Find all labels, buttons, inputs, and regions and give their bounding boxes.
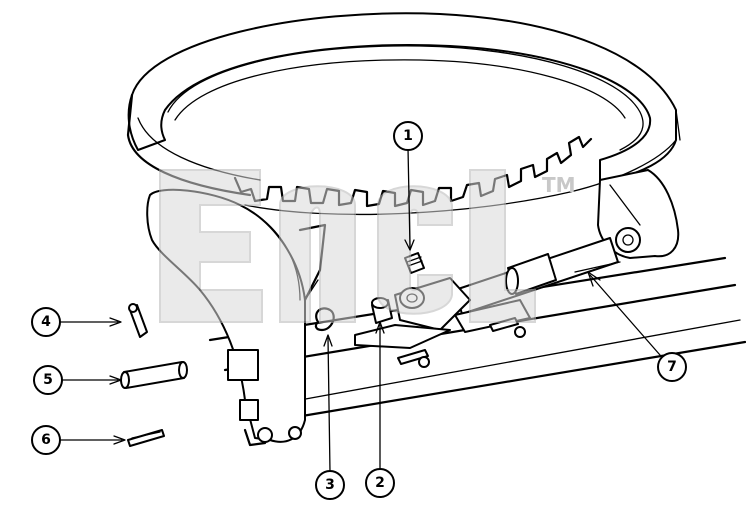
callout-6: 6 — [31, 425, 61, 455]
watermark: TM — [159, 169, 576, 323]
callout-6-label: 6 — [41, 432, 51, 448]
callout-3: 3 — [315, 470, 345, 500]
callout-7: 7 — [657, 352, 687, 382]
callout-1: 1 — [393, 121, 423, 151]
callout-5: 5 — [33, 365, 63, 395]
loose-parts — [120, 303, 188, 447]
callout-4: 4 — [31, 307, 61, 337]
callout-4-label: 4 — [41, 314, 51, 330]
callout-2: 2 — [365, 468, 395, 498]
callout-7-label: 7 — [667, 359, 677, 375]
leader-lines — [59, 147, 661, 473]
callout-3-label: 3 — [325, 477, 335, 493]
clevis-pin — [123, 361, 185, 389]
split-pin — [127, 429, 165, 447]
callout-2-label: 2 — [375, 475, 385, 491]
trademark-mark: TM — [542, 173, 576, 197]
callout-1-label: 1 — [403, 128, 413, 144]
callout-5-label: 5 — [43, 372, 53, 388]
